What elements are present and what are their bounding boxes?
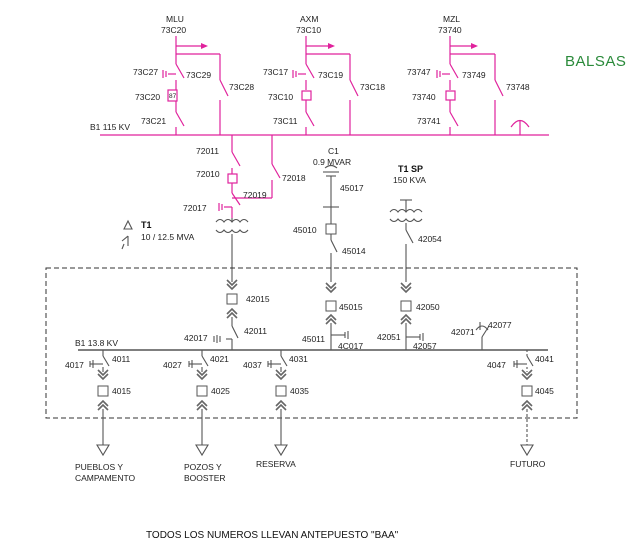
t1-name: T1 bbox=[141, 220, 152, 230]
bay-mlu-code: 73C20 bbox=[161, 25, 186, 35]
svg-text:PUEBLOS Y: PUEBLOS Y bbox=[75, 462, 123, 472]
bay-mlu-breaker bbox=[167, 89, 178, 102]
mv-incomer-t1: 42015 42017 42011 bbox=[184, 279, 270, 350]
svg-text:73C20: 73C20 bbox=[135, 92, 160, 102]
bay-axm-name: AXM bbox=[300, 14, 318, 24]
svg-text:4031: 4031 bbox=[289, 354, 308, 364]
svg-text:4C017: 4C017 bbox=[338, 341, 363, 351]
bay-mlu: MLU 73C20 73C27 73C29 73C20 73C28 73C21 … bbox=[133, 14, 254, 135]
svg-text:0.9 MVAR: 0.9 MVAR bbox=[313, 157, 351, 167]
svg-text:72019: 72019 bbox=[243, 190, 267, 200]
svg-text:4025: 4025 bbox=[211, 386, 230, 396]
svg-text:45010: 45010 bbox=[293, 225, 317, 235]
bay-mzl: MZL 73740 73747 73749 73740 73748 73741 bbox=[407, 14, 530, 135]
svg-text:73748: 73748 bbox=[506, 82, 530, 92]
svg-text:45014: 45014 bbox=[342, 246, 366, 256]
svg-text:150 KVA: 150 KVA bbox=[393, 175, 426, 185]
svg-text:73C28: 73C28 bbox=[229, 82, 254, 92]
svg-text:C1: C1 bbox=[328, 146, 339, 156]
svg-text:T1 SP: T1 SP bbox=[398, 164, 423, 174]
svg-text:45015: 45015 bbox=[339, 302, 363, 312]
svg-text:73740: 73740 bbox=[412, 92, 436, 102]
svg-text:4015: 4015 bbox=[112, 386, 131, 396]
svg-text:42057: 42057 bbox=[413, 341, 437, 351]
bay-mlu-name: MLU bbox=[166, 14, 184, 24]
c1-bay: C1 0.9 MVAR 45017 45010 45014 bbox=[293, 146, 366, 282]
mv-bus-label: B1 13.8 KV bbox=[75, 338, 118, 348]
svg-text:42050: 42050 bbox=[416, 302, 440, 312]
t1-hv-breaker bbox=[227, 173, 238, 184]
svg-text:4037: 4037 bbox=[243, 360, 262, 370]
svg-text:4035: 4035 bbox=[290, 386, 309, 396]
svg-text:72010: 72010 bbox=[196, 169, 220, 179]
t1-transformer-icon bbox=[215, 218, 249, 282]
t1-ground-icon bbox=[121, 219, 133, 250]
svg-text:CAMPAMENTO: CAMPAMENTO bbox=[75, 473, 136, 483]
svg-text:73C17: 73C17 bbox=[263, 67, 288, 77]
svg-text:4047: 4047 bbox=[487, 360, 506, 370]
svg-text:73749: 73749 bbox=[462, 70, 486, 80]
svg-text:72011: 72011 bbox=[196, 146, 219, 156]
svg-text:4017: 4017 bbox=[65, 360, 84, 370]
footer-note: TODOS LOS NUMEROS LLEVAN ANTEPUESTO "BAA… bbox=[146, 530, 399, 541]
svg-text:45011: 45011 bbox=[302, 334, 325, 344]
svg-text:73C29: 73C29 bbox=[186, 70, 211, 80]
svg-text:RESERVA: RESERVA bbox=[256, 459, 296, 469]
station-title: BALSAS bbox=[565, 53, 626, 70]
svg-text:72017: 72017 bbox=[183, 203, 207, 213]
t1-hv-bay: 72011 72010 72018 72017 72019 bbox=[183, 135, 306, 218]
svg-text:BOOSTER: BOOSTER bbox=[184, 473, 226, 483]
svg-text:45017: 45017 bbox=[340, 183, 364, 193]
svg-text:4041: 4041 bbox=[535, 354, 554, 364]
svg-text:87: 87 bbox=[169, 93, 177, 100]
svg-text:FUTURO: FUTURO bbox=[510, 459, 546, 469]
c1-breaker bbox=[325, 223, 337, 235]
svg-text:42015: 42015 bbox=[246, 294, 270, 304]
mv-c1-cell: 45015 45011 4C017 bbox=[302, 282, 363, 351]
feeder-reserva: 4031 4037 4035 RESERVA bbox=[243, 350, 309, 469]
t1-rating: 10 / 12.5 MVA bbox=[141, 232, 195, 242]
svg-text:73C18: 73C18 bbox=[360, 82, 385, 92]
hv-surge-arrester-icon bbox=[510, 119, 530, 135]
svg-text:73C27: 73C27 bbox=[133, 67, 158, 77]
bay-mzl-code: 73740 bbox=[438, 25, 462, 35]
svg-text:4021: 4021 bbox=[210, 354, 229, 364]
svg-text:73747: 73747 bbox=[407, 67, 431, 77]
svg-text:42011: 42011 bbox=[244, 326, 267, 336]
svg-text:42051: 42051 bbox=[377, 332, 401, 342]
mv-42071-cell: 42071 42077 bbox=[451, 320, 512, 350]
svg-text:4027: 4027 bbox=[163, 360, 182, 370]
svg-text:73C19: 73C19 bbox=[318, 70, 343, 80]
svg-text:73C10: 73C10 bbox=[268, 92, 293, 102]
svg-text:72018: 72018 bbox=[282, 173, 306, 183]
bay-axm-code: 73C10 bbox=[296, 25, 321, 35]
svg-text:42054: 42054 bbox=[418, 234, 442, 244]
svg-text:POZOS Y: POZOS Y bbox=[184, 462, 222, 472]
svg-text:42071: 42071 bbox=[451, 327, 475, 337]
svg-text:73C11: 73C11 bbox=[273, 116, 298, 126]
mv-t1sp-cell: 42050 42051 42057 bbox=[377, 282, 440, 351]
svg-text:42077: 42077 bbox=[488, 320, 512, 330]
bay-axm: AXM 73C10 73C17 73C19 73C10 73C18 73C11 bbox=[263, 14, 385, 135]
bay-mzl-name: MZL bbox=[443, 14, 460, 24]
svg-text:73741: 73741 bbox=[417, 116, 441, 126]
hv-bus-label: B1 115 KV bbox=[90, 122, 130, 132]
t1sp-bay: T1 SP 150 KVA 42054 bbox=[389, 164, 442, 282]
feeder-futuro: 4041 4047 4045 FUTURO bbox=[487, 350, 554, 469]
feeder-pozos: 4021 4027 4025 POZOS Y BOOSTER bbox=[163, 350, 230, 483]
bay-axm-breaker bbox=[301, 90, 312, 101]
svg-text:73C21: 73C21 bbox=[141, 116, 166, 126]
bay-mzl-breaker bbox=[445, 90, 456, 101]
svg-text:42017: 42017 bbox=[184, 333, 208, 343]
svg-text:4045: 4045 bbox=[535, 386, 554, 396]
feeder-pueblos: 4011 4017 4015 PUEBLOS Y CAMPAMENTO bbox=[65, 350, 136, 483]
mv-switchgear-enclosure bbox=[45, 267, 578, 419]
svg-text:4011: 4011 bbox=[112, 354, 131, 364]
